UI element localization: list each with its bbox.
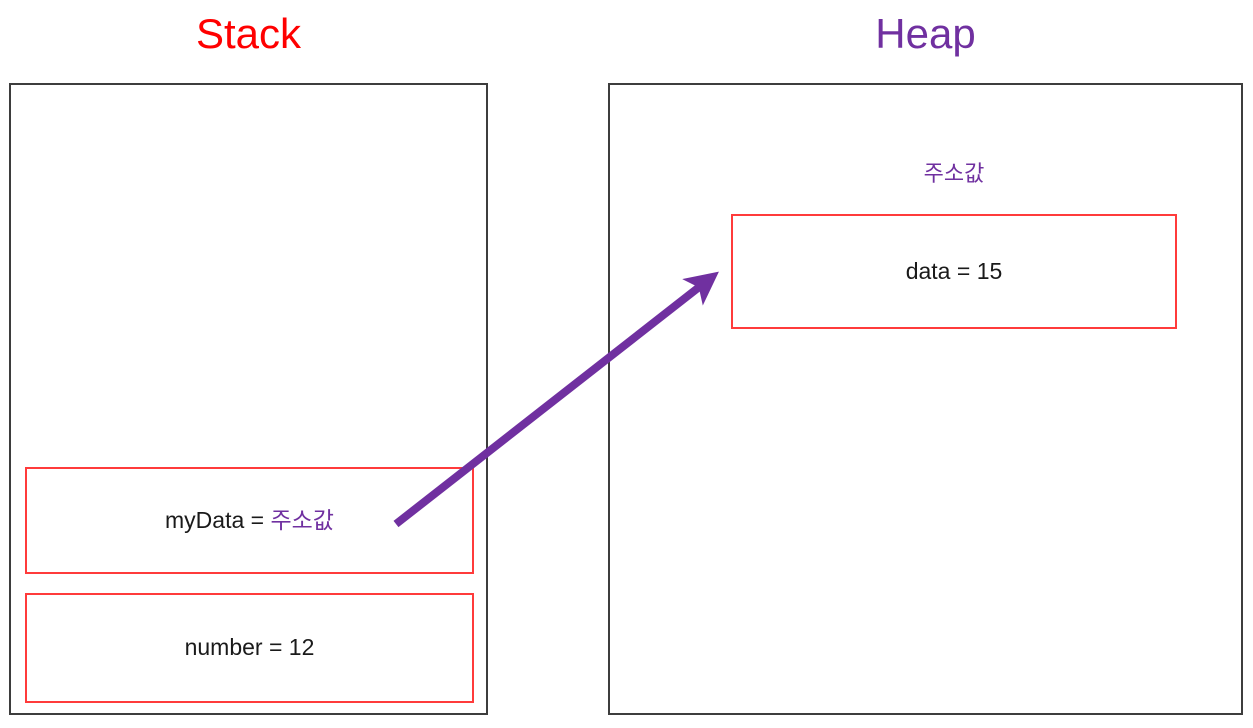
heap-title: Heap bbox=[875, 10, 976, 57]
stack-cell-number-value: 12 bbox=[288, 634, 315, 661]
heap-address-label: 주소값 bbox=[923, 161, 985, 186]
heap-cell-data: data = 15 bbox=[731, 214, 1177, 329]
stack-cell-mydata-text: myData = 주소값 bbox=[165, 507, 334, 535]
heap-cell-data-prefix: data = bbox=[905, 257, 977, 284]
stack-cell-number: number = 12 bbox=[25, 593, 474, 703]
heap-cell-data-value: 15 bbox=[976, 257, 1003, 284]
stack-cell-number-prefix: number = bbox=[184, 634, 289, 661]
stack-title: Stack bbox=[195, 10, 302, 57]
heap-cell-data-text: data = 15 bbox=[906, 258, 1003, 286]
stack-cell-mydata-prefix: myData = bbox=[165, 506, 271, 533]
stack-cell-number-text: number = 12 bbox=[185, 634, 315, 662]
stack-cell-mydata-value: 주소값 bbox=[270, 506, 334, 533]
stack-cell-mydata: myData = 주소값 bbox=[25, 467, 474, 574]
